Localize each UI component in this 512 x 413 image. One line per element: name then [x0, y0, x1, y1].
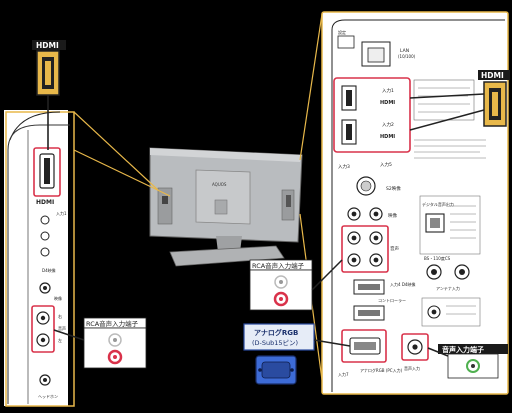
input7-label: 入力7 [338, 371, 349, 377]
audio-label: 音声 [390, 245, 399, 252]
left-jack-label: 入力1 [56, 210, 67, 216]
hdmi-label-right: HDMI [409, 70, 510, 131]
left-jack-label: 左 [58, 337, 62, 343]
rca-label-left: RCA音声入力端子 [53, 317, 147, 369]
input5-label: 入力5 [380, 161, 392, 168]
tv-brand-label: AQUOS [212, 182, 227, 187]
left-jack-label: 音声 [58, 325, 66, 331]
svg-text:RCA音声入力端子: RCA音声入力端子 [252, 261, 305, 270]
svg-text:入力1: 入力1 [382, 87, 394, 94]
analog-rgb-pc-label: アナログRGB (PC入力) [360, 367, 403, 373]
svg-text:(D-Sub15ピン): (D-Sub15ピン) [252, 339, 298, 347]
lan-label: LAN [400, 48, 409, 54]
svg-text:HDMI: HDMI [36, 41, 59, 50]
bs-label: BS・110度CS [424, 255, 451, 261]
antenna-label: アンテナ入力 [436, 285, 460, 291]
svg-text:HDMI: HDMI [380, 134, 395, 140]
analog-rgb-label: アナログRGB (D-Sub15ピン) [243, 323, 351, 385]
svg-text:入力2: 入力2 [382, 121, 394, 128]
left-jack-label: 映像 [54, 295, 62, 301]
left-rca-highlight [31, 305, 55, 353]
audio-jack-icon [466, 359, 480, 373]
rca-plug-white-icon [108, 333, 122, 347]
left-jack-label: 右 [58, 313, 62, 319]
setup-label: 設定 [338, 29, 346, 35]
left-terminal-panel: HDMI 入力1 D4映像 映像 右 音声 左 ヘッドホン [4, 110, 75, 407]
svg-text:ア: ア [294, 254, 301, 262]
hdmi-connector-icon [36, 50, 60, 96]
left-hdmi-logo: HDMI [36, 199, 54, 206]
rca-plug-white-icon-right [274, 275, 288, 289]
vga-connector-icon [255, 355, 297, 385]
audio-in7-label: 音声入力 [404, 365, 420, 371]
video-label: 映像 [388, 212, 397, 219]
left-jack-label: ヘッドホン [38, 394, 58, 399]
right-analog-rgb-highlight [341, 329, 387, 363]
svg-text:HDMI: HDMI [481, 71, 504, 80]
audio-in-label: 音声入力端子 [427, 344, 508, 379]
digital-label: デジタル音声出力 [422, 201, 454, 207]
input3-label: 入力3 [338, 163, 350, 170]
right-audio-in-highlight [401, 333, 429, 361]
tv-rear-illustration: AQUOS [149, 147, 303, 267]
svg-text:RCA音声入力端子: RCA音声入力端子 [86, 319, 139, 328]
right-rca-highlight [341, 225, 389, 273]
hdmi-connector-icon-right [483, 81, 507, 127]
svg-text:音声入力端子: 音声入力端子 [442, 345, 484, 354]
svg-text:アナログRGB: アナログRGB [254, 328, 298, 337]
lan-speed-label: (10/100) [398, 54, 416, 59]
hdmi-label-left: HDMI [32, 40, 66, 150]
rca-plug-red-icon-right [273, 291, 289, 307]
right-terminal-panel: 設定 LAN (10/100) 入力1 HDMI 入力2 HDMI 入力3 入力… [321, 11, 509, 395]
svg-text:HDMI: HDMI [380, 100, 395, 106]
svg-text:ア: ア [302, 22, 309, 30]
right-hdmi-highlight [333, 77, 411, 153]
rca-label-right: RCA音声入力端子 [249, 259, 343, 311]
left-jack-label: D4映像 [42, 267, 56, 273]
s-video-label: S2映像 [386, 185, 401, 192]
rca-plug-red-icon [107, 349, 123, 365]
left-hdmi-highlight [33, 147, 61, 197]
controller-label: コントローラー [378, 297, 406, 303]
d4-label: 入力4 D4映像 [390, 281, 415, 287]
kana-markers: ア ア [294, 22, 309, 262]
